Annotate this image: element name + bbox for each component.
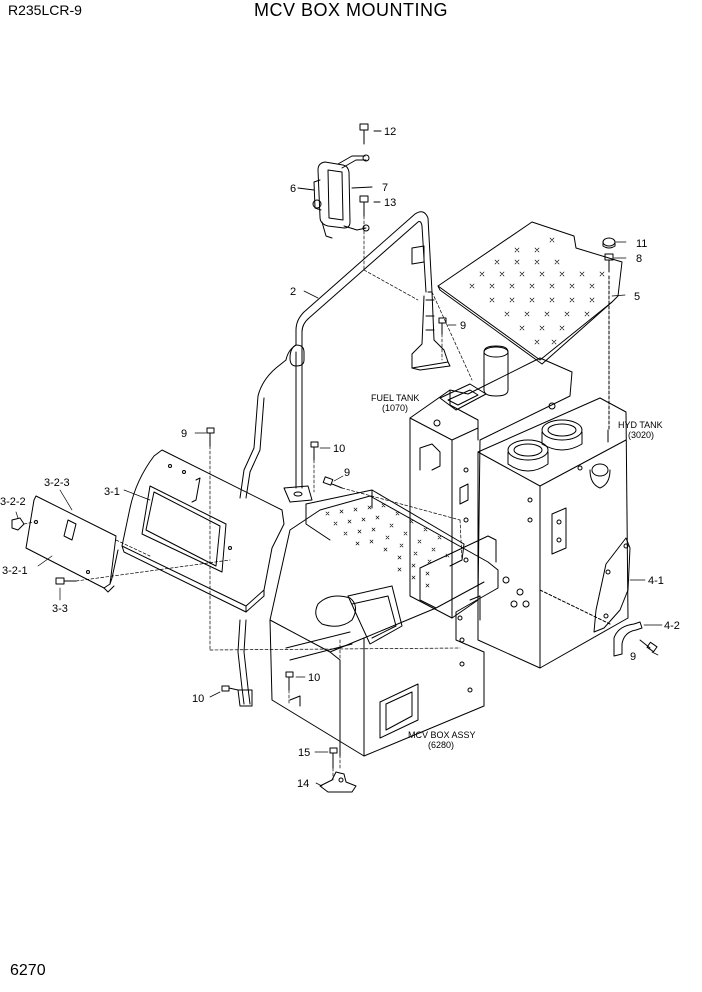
callout-9-right: 9	[630, 651, 636, 663]
cover-3-1	[121, 449, 285, 613]
clamp-4-2	[613, 621, 643, 657]
page-number: 6270	[10, 962, 46, 979]
bolt-10-lower	[285, 671, 294, 691]
plug-11	[602, 237, 616, 249]
callout-9-upper: 9	[460, 320, 466, 332]
callout-3-3: 3-3	[52, 603, 68, 615]
bolt-8	[604, 253, 614, 431]
callout-11: 11	[636, 238, 647, 250]
page-title: MCV BOX MOUNTING	[253, 0, 448, 20]
mirror-assembly	[312, 154, 370, 239]
floor-plate-pattern	[469, 237, 605, 345]
callout-10-lower: 10	[308, 672, 320, 684]
callout-10-upper: 10	[333, 443, 345, 455]
reference-labels: FUEL TANK (1070) HYD TANK (3020) MCV BOX…	[371, 393, 663, 750]
bolt-9-right	[639, 639, 658, 653]
hydraulic-tank	[477, 397, 629, 669]
side-plate-4-1	[593, 537, 631, 633]
mcv-box-code: (6280)	[428, 740, 454, 750]
callout-6: 6	[290, 183, 296, 195]
callout-12: 12	[384, 126, 396, 138]
bolt-15	[329, 747, 338, 769]
callout-9-mid: 9	[344, 467, 350, 479]
mirror-rod	[237, 211, 433, 707]
callout-3-2-1: 3-2-1	[2, 565, 28, 577]
mcv-box-label: MCV BOX ASSY	[408, 730, 476, 740]
callout-3-1: 3-1	[104, 486, 120, 498]
bolt-13	[359, 195, 381, 217]
alignment-lines	[23, 215, 473, 781]
cover-3-2-1	[25, 495, 119, 593]
mcv-box-top-plate-pattern	[325, 503, 450, 588]
bolt-9-mid	[322, 476, 343, 489]
hyd-tank-label: HYD TANK	[618, 420, 663, 430]
callout-10-lower-left: 10	[192, 693, 204, 705]
leader-lines	[15, 241, 663, 787]
floor-plate	[437, 221, 623, 365]
bracket-14	[319, 771, 357, 793]
callout-5: 5	[634, 291, 640, 303]
mcv-box	[269, 489, 499, 757]
rod-mount-bracket	[411, 291, 451, 371]
nut-3-2-2	[11, 517, 25, 531]
callout-9-left: 9	[181, 428, 187, 440]
callout-7: 7	[382, 182, 388, 194]
bolt-10-lower-left	[221, 685, 239, 692]
bolt-10-upper	[310, 441, 319, 461]
callout-3-2-2: 3-2-2	[0, 496, 26, 508]
hyd-tank-code: (3020)	[628, 430, 654, 440]
model-number: R235LCR-9	[8, 2, 82, 18]
fuel-tank-label: FUEL TANK	[371, 393, 419, 403]
callout-4-2: 4-2	[664, 620, 680, 632]
bolt-12	[359, 123, 382, 145]
bolt-3-3	[55, 577, 77, 585]
callout-13: 13	[384, 197, 396, 209]
callout-labels: 12 6 7 13 11 8 5 2 9 9 10 9 3-2-3 3-1 3-…	[0, 126, 680, 790]
callout-8: 8	[636, 253, 642, 265]
fuel-tank-code: (1070)	[382, 403, 408, 413]
callout-2: 2	[290, 286, 296, 298]
fuel-tank	[409, 345, 573, 619]
callout-15: 15	[298, 747, 310, 759]
bolt-9-left	[206, 427, 215, 447]
callout-4-1: 4-1	[648, 575, 664, 587]
callout-14: 14	[297, 778, 309, 790]
bolt-9-upper	[438, 317, 447, 335]
callout-3-2-3: 3-2-3	[44, 477, 70, 489]
